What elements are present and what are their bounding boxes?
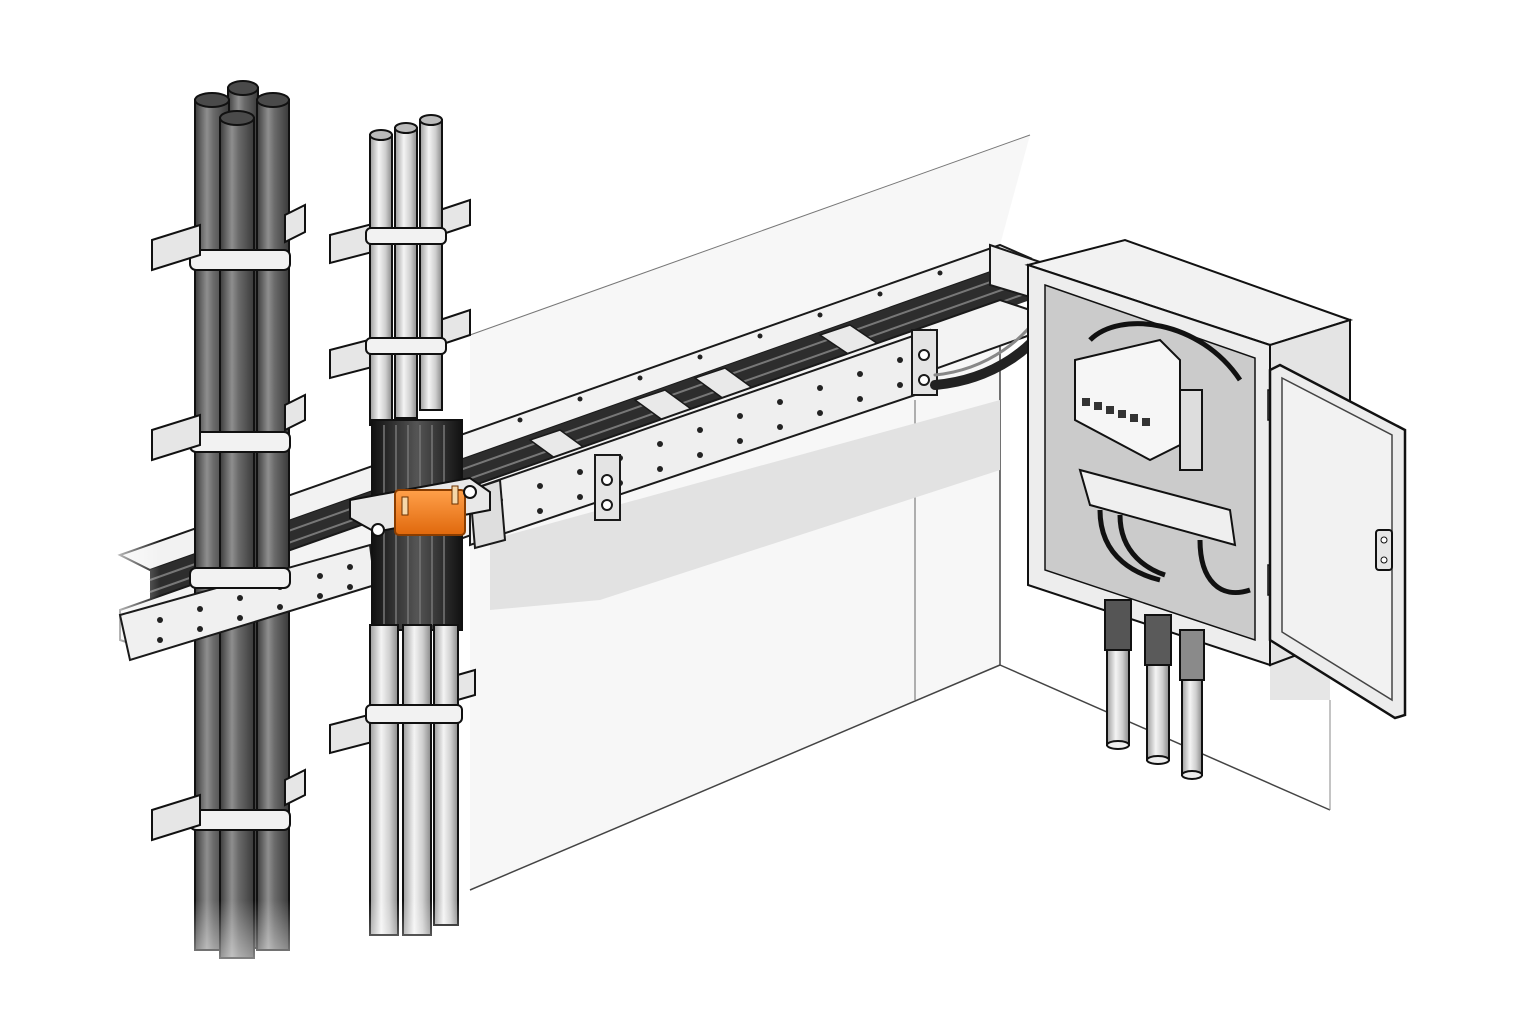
electrical-panel bbox=[1024, 238, 1407, 780]
conduit-clamp bbox=[189, 249, 291, 831]
breaker-module bbox=[1074, 338, 1203, 471]
panel-door bbox=[1268, 363, 1407, 720]
tray-bracket bbox=[594, 329, 938, 521]
highlighted-clamp bbox=[349, 476, 491, 537]
panel-bottom-conduits bbox=[1104, 599, 1205, 780]
terminal-bar bbox=[1078, 321, 1251, 595]
wall-bracket bbox=[151, 198, 476, 842]
